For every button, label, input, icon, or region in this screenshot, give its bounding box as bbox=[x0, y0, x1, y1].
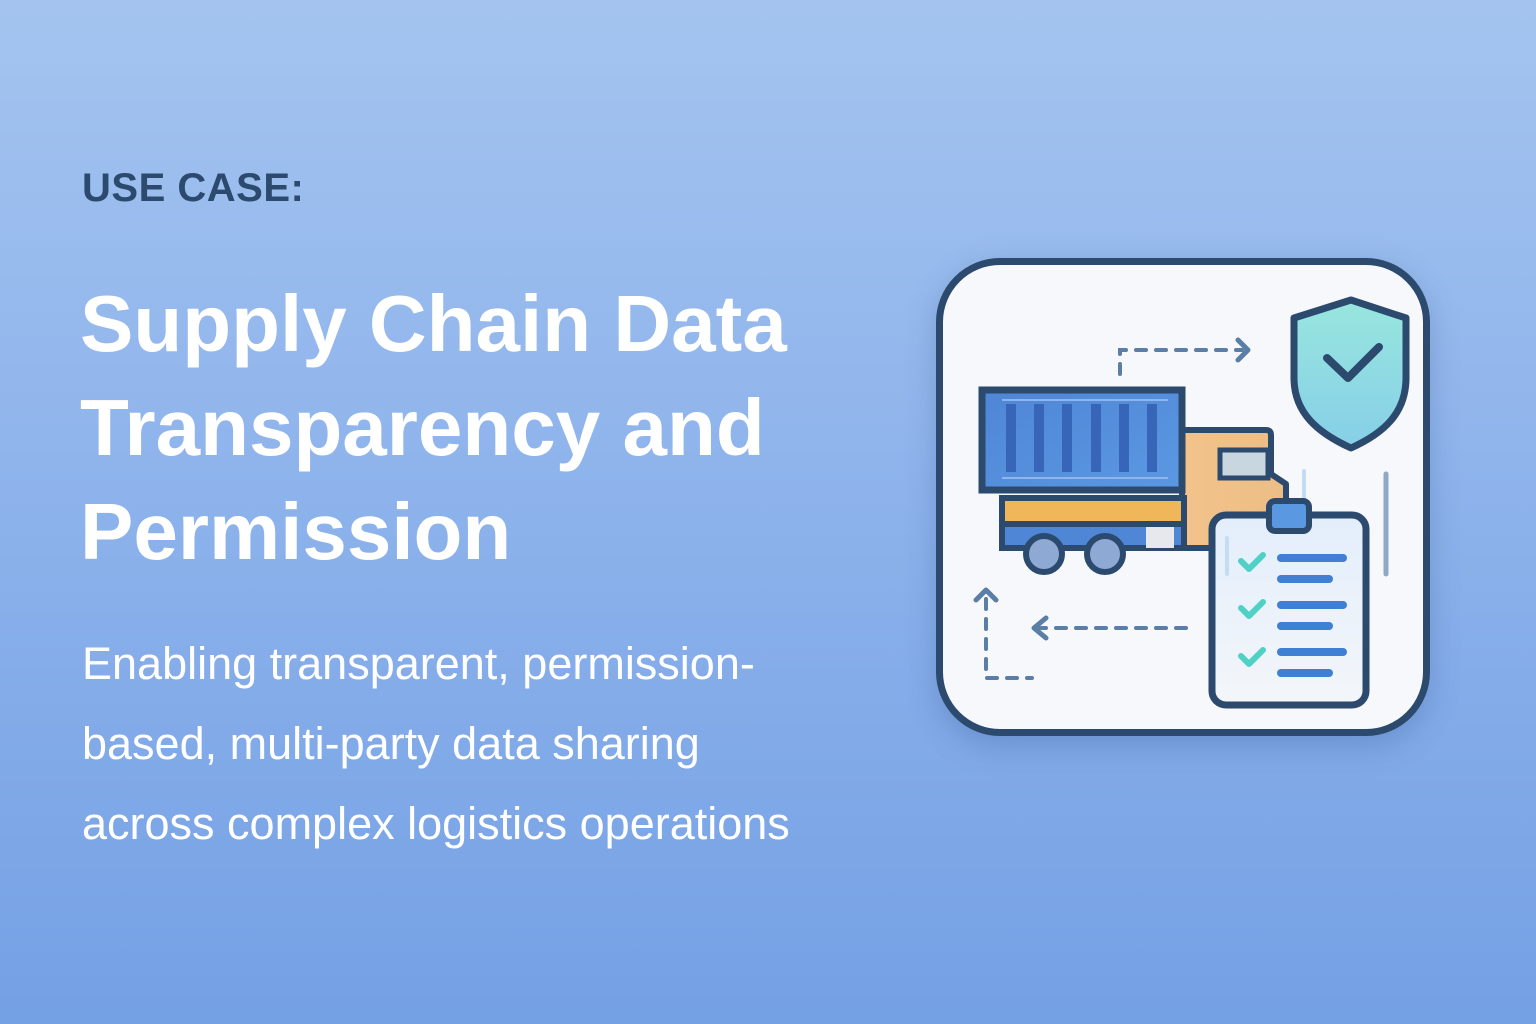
dashed-arrow-up-icon bbox=[973, 587, 1034, 680]
eyebrow-label: USE CASE: bbox=[82, 166, 305, 210]
truck-icon bbox=[978, 386, 1289, 575]
dashed-arrow-left-icon bbox=[1031, 615, 1188, 641]
subtitle: Enabling transparent, permission- based,… bbox=[82, 624, 932, 864]
subtitle-line: based, multi-party data sharing bbox=[82, 718, 700, 769]
page-title: Supply Chain Data Transparency and Permi… bbox=[80, 272, 900, 584]
check-icon bbox=[1238, 647, 1266, 667]
subtitle-line: Enabling transparent, permission- bbox=[82, 638, 755, 689]
title-line: Transparency and bbox=[80, 383, 765, 472]
check-icon bbox=[1238, 552, 1266, 572]
dashed-arrow-right-icon bbox=[1118, 337, 1251, 376]
clipboard-checklist-icon bbox=[1208, 498, 1370, 709]
subtitle-line: across complex logistics operations bbox=[82, 798, 790, 849]
title-line: Supply Chain Data bbox=[80, 279, 787, 368]
title-line: Permission bbox=[80, 487, 512, 576]
illustration-card bbox=[936, 258, 1430, 736]
shield-check-icon bbox=[1290, 296, 1410, 452]
check-icon bbox=[1238, 599, 1266, 619]
